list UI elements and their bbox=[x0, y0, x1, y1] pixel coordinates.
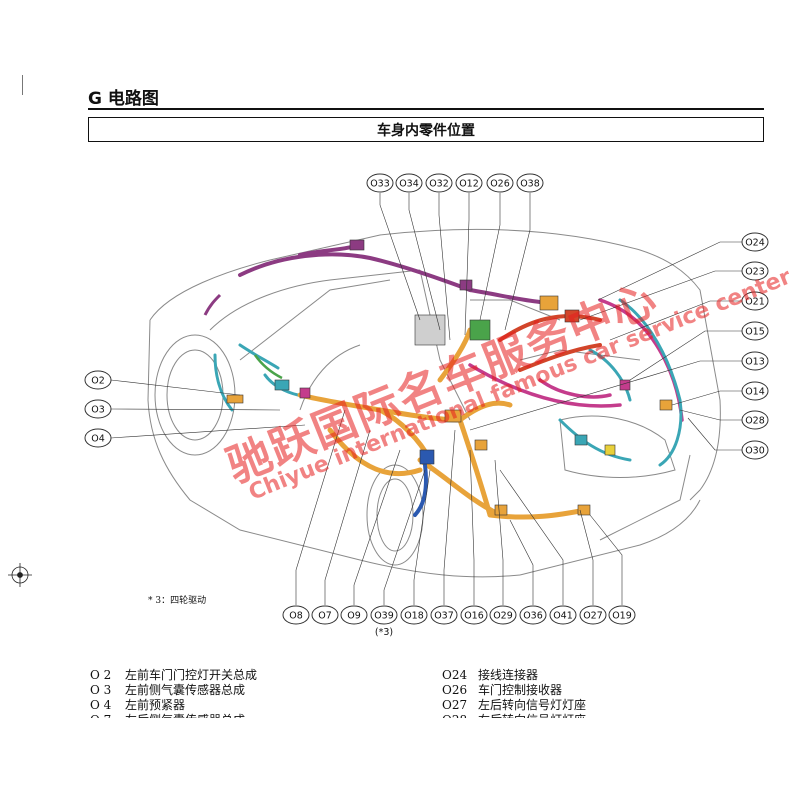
callout-o3: O3 bbox=[84, 399, 112, 419]
page-crop-edge bbox=[0, 718, 800, 800]
callout-o37: O37 bbox=[430, 605, 458, 625]
svg-text:O2: O2 bbox=[91, 376, 105, 387]
callout-o39-note: (*3) bbox=[375, 627, 393, 638]
svg-text:O3: O3 bbox=[91, 405, 105, 416]
svg-text:O39: O39 bbox=[374, 611, 394, 622]
legend-code: O27 bbox=[442, 698, 468, 712]
page-crop-mark bbox=[22, 75, 23, 95]
legend-item: O27 左后转向信号灯灯座 bbox=[442, 698, 586, 713]
svg-text:O12: O12 bbox=[459, 179, 479, 190]
legend-item: O24 接线连接器 bbox=[442, 668, 586, 683]
callout-o13: O13 bbox=[741, 351, 769, 371]
svg-text:O13: O13 bbox=[745, 357, 765, 368]
svg-text:O21: O21 bbox=[745, 297, 765, 308]
legend-code: O 4 bbox=[90, 698, 112, 712]
callout-o15: O15 bbox=[741, 321, 769, 341]
legend-item: O26 车门控制接收器 bbox=[442, 683, 586, 698]
callout-o34: O34 bbox=[395, 173, 423, 193]
callout-o30: O30 bbox=[741, 440, 769, 460]
callout-o21: O21 bbox=[741, 291, 769, 311]
callout-o38: O38 bbox=[516, 173, 544, 193]
legend-label: 左前车门门控灯开关总成 bbox=[125, 668, 258, 682]
svg-text:O23: O23 bbox=[745, 267, 765, 278]
svg-text:O41: O41 bbox=[553, 611, 573, 622]
callouts-bottom: O8 O7 O9 O39 O18 O37 O16 O29 O36 O41 O27… bbox=[282, 605, 636, 638]
legend-label: 接线连接器 bbox=[478, 668, 539, 682]
svg-text:O4: O4 bbox=[91, 434, 105, 445]
legend-label: 左后转向信号灯灯座 bbox=[478, 698, 587, 712]
callout-o36: O36 bbox=[519, 605, 547, 625]
callout-leaders bbox=[110, 193, 742, 605]
callout-o14: O14 bbox=[741, 381, 769, 401]
callout-o18: O18 bbox=[400, 605, 428, 625]
svg-text:O18: O18 bbox=[404, 611, 424, 622]
svg-text:O24: O24 bbox=[745, 238, 765, 249]
svg-text:O9: O9 bbox=[347, 611, 361, 622]
callout-o41: O41 bbox=[549, 605, 577, 625]
svg-text:O33: O33 bbox=[370, 179, 390, 190]
registration-mark-icon bbox=[8, 563, 32, 587]
vehicle-wiring-diagram: O33 O34 O32 O12 O26 O38 O24 O23 O21 O15 … bbox=[8, 173, 769, 638]
legend-code: O 2 bbox=[90, 668, 112, 682]
svg-text:O38: O38 bbox=[520, 179, 540, 190]
legend-label: 左前侧气囊传感器总成 bbox=[125, 683, 246, 697]
legend-code: O 3 bbox=[90, 683, 112, 697]
callout-o28: O28 bbox=[741, 410, 769, 430]
svg-text:O26: O26 bbox=[490, 179, 510, 190]
callout-o16: O16 bbox=[460, 605, 488, 625]
banner-title: 车身内零件位置 bbox=[88, 117, 764, 142]
legend-code: O26 bbox=[442, 683, 468, 697]
legend-label: 车门控制接收器 bbox=[478, 683, 563, 697]
footnote-awd: * 3：四轮驱动 bbox=[148, 596, 207, 606]
svg-text:O37: O37 bbox=[434, 611, 454, 622]
svg-text:O32: O32 bbox=[429, 179, 449, 190]
callout-o24: O24 bbox=[741, 232, 769, 252]
harness-teal-rear bbox=[558, 298, 683, 467]
callout-o27: O27 bbox=[579, 605, 607, 625]
callout-o2: O2 bbox=[84, 370, 112, 390]
callout-o12: O12 bbox=[455, 173, 483, 193]
svg-text:O30: O30 bbox=[745, 446, 765, 457]
callout-o4: O4 bbox=[84, 428, 112, 448]
legend-label: 左前预紧器 bbox=[125, 698, 186, 712]
section-title: G 电路图 bbox=[88, 89, 159, 109]
header-rule bbox=[88, 108, 764, 110]
svg-text:O36: O36 bbox=[523, 611, 543, 622]
callout-o19: O19 bbox=[608, 605, 636, 625]
callout-o7: O7 bbox=[311, 605, 339, 625]
svg-text:O16: O16 bbox=[464, 611, 484, 622]
svg-text:O19: O19 bbox=[612, 611, 632, 622]
callout-o26: O26 bbox=[486, 173, 514, 193]
svg-text:O28: O28 bbox=[745, 416, 765, 427]
svg-text:O27: O27 bbox=[583, 611, 603, 622]
callouts-left: O2 O3 O4 bbox=[84, 370, 112, 448]
legend-item: O 2 左前车门门控灯开关总成 bbox=[90, 668, 257, 683]
svg-text:O14: O14 bbox=[745, 387, 765, 398]
harness-blue-rear-door bbox=[413, 463, 428, 517]
harness-red-rear bbox=[498, 314, 602, 372]
harness-green-left bbox=[253, 354, 283, 380]
svg-text:O15: O15 bbox=[745, 327, 765, 338]
legend-code: O24 bbox=[442, 668, 468, 682]
callout-o39: O39 bbox=[370, 605, 398, 625]
callout-o32: O32 bbox=[425, 173, 453, 193]
callout-o33: O33 bbox=[366, 173, 394, 193]
svg-text:O8: O8 bbox=[289, 611, 303, 622]
callout-o29: O29 bbox=[489, 605, 517, 625]
callout-o23: O23 bbox=[741, 261, 769, 281]
callout-o8: O8 bbox=[282, 605, 310, 625]
callouts-top: O33 O34 O32 O12 O26 O38 bbox=[366, 173, 544, 193]
legend-item: O 3 左前侧气囊传感器总成 bbox=[90, 683, 257, 698]
harness-orange-floor bbox=[297, 327, 588, 520]
harness-purple-left-pillar bbox=[203, 293, 222, 316]
svg-text:O29: O29 bbox=[493, 611, 513, 622]
callout-o9: O9 bbox=[340, 605, 368, 625]
svg-text:O7: O7 bbox=[318, 611, 332, 622]
legend-item: O 4 左前预紧器 bbox=[90, 698, 257, 713]
callouts-right: O24 O23 O21 O15 O13 O14 O28 O30 bbox=[741, 232, 769, 460]
svg-text:O34: O34 bbox=[399, 179, 419, 190]
